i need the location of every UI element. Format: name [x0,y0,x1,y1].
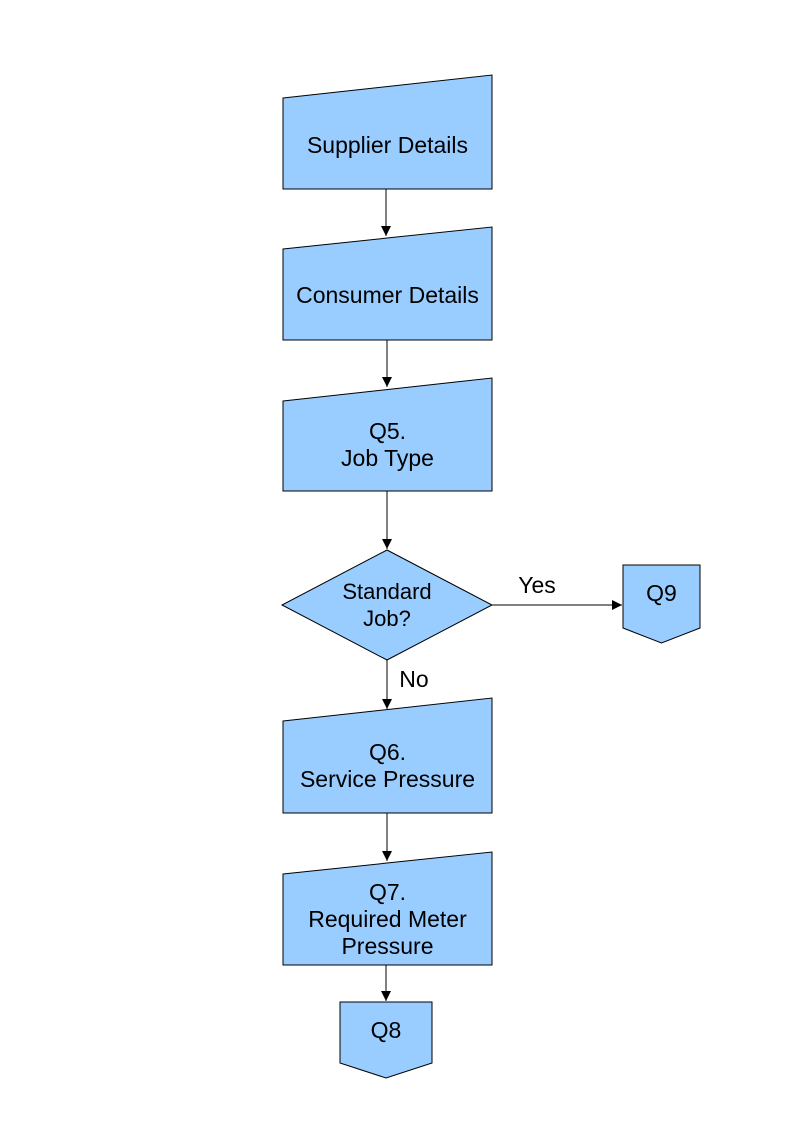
node-supplier-details-shape [282,74,493,190]
node-consumer-details-label: Consumer Details [296,282,479,308]
node-consumer-details-shape [282,226,493,341]
node-q5-job-type-label: Q5. Job Type [341,418,434,471]
node-q8-offpage-connector-shape [339,1001,433,1079]
node-q7-required-meter-pressure-shape [282,851,493,966]
node-q6-service-pressure-shape [282,697,493,814]
node-q7-required-meter-pressure-label: Q7. Required Meter Pressure [308,879,467,959]
edge-label-yes: Yes [518,572,556,598]
node-q8-connector-label: Q8 [370,1017,402,1043]
edge-label-no: No [399,666,429,692]
node-supplier-details-label: Supplier Details [306,132,469,158]
node-q6-service-pressure-label: Q6. Service Pressure [299,739,476,792]
node-standard-job-decision-label: Standard Job? [342,579,432,631]
node-q9-connector-label: Q9 [646,580,677,606]
node-q9-offpage-connector-shape [622,564,701,644]
node-q5-job-type-shape [282,377,493,492]
